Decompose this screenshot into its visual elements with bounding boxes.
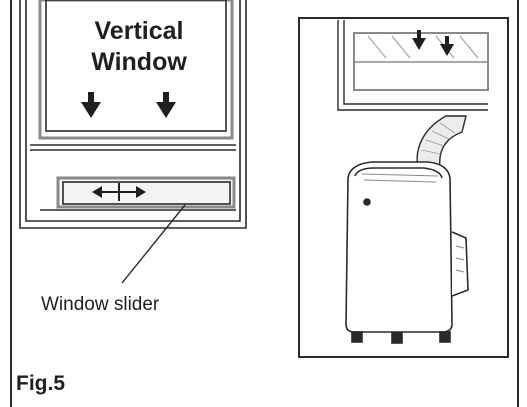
left-down-arrow-icon	[81, 92, 101, 118]
slide-arrows-icon	[92, 183, 146, 201]
right-down-arrow-icon	[156, 92, 176, 118]
right-down-arrows-icon	[412, 30, 454, 56]
exhaust-hose	[416, 115, 467, 169]
outer-border	[10, 0, 519, 407]
figure-caption: Fig.5	[16, 372, 66, 395]
window-slider-label: Window slider	[41, 294, 160, 315]
right-window	[337, 20, 489, 111]
window-title-line1: Vertical	[94, 17, 184, 45]
portable-air-conditioner	[345, 161, 469, 344]
illustration-panel	[298, 17, 509, 358]
window-title: Vertical Window	[62, 16, 216, 78]
slider-leader-line	[121, 204, 186, 284]
window-title-line2: Window	[91, 48, 187, 76]
vertical-window	[19, 0, 247, 229]
hose-ribs	[421, 122, 456, 155]
